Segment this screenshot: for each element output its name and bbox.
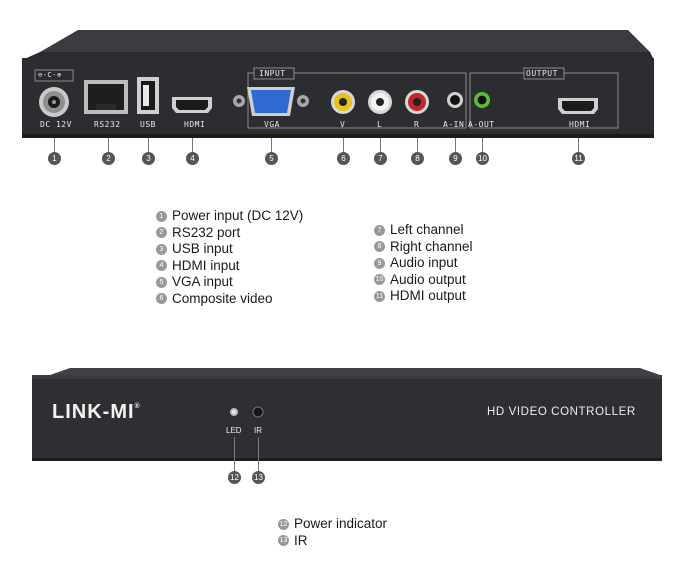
device-front-panel (32, 368, 662, 461)
hdmi-out-port-label: HDMI (569, 120, 591, 129)
legend-item: 2 RS232 port (156, 225, 303, 242)
left-audio-port-label: L (377, 120, 383, 129)
callout-10: 10 (476, 152, 489, 165)
legend-item: 4 HDMI input (156, 258, 303, 275)
dc-port-label: DC 12V (40, 120, 72, 129)
legend-text: Audio output (390, 271, 466, 287)
callout-4: 4 (186, 152, 199, 165)
legend-left: 1 Power input (DC 12V) 2 RS232 port 3 USB i… (156, 208, 303, 307)
trademark-symbol: ® (134, 403, 141, 410)
legend-text: RS232 port (172, 224, 241, 240)
device-rear-panel (22, 30, 654, 138)
legend-item: 3 USB input (156, 241, 303, 258)
audio-out-port-label: A-OUT (468, 120, 495, 129)
legend-item: 12 Power indicator (278, 516, 387, 533)
legend-item: 9 Audio input (374, 255, 473, 272)
legend-text: VGA input (172, 274, 233, 289)
rs232-port-label: RS232 (94, 120, 121, 129)
legend-item: 7 Left channel (374, 222, 473, 239)
callout-9: 9 (449, 152, 462, 165)
callout-3: 3 (142, 152, 155, 165)
power-polarity-label: ⊖-C-⊕ (38, 71, 62, 79)
legend-item: 1 Power input (DC 12V) (156, 208, 303, 225)
legend-text: USB input (172, 241, 233, 256)
legend-number: 13 (278, 535, 289, 547)
callout-12: 12 (228, 471, 241, 484)
right-audio-port-label: R (414, 120, 420, 129)
legend-number: 11 (374, 290, 385, 302)
input-group-label: INPUT (259, 69, 286, 78)
legend-number: 7 (374, 224, 385, 236)
video-port-label: V (340, 120, 346, 129)
brand-logo: LINK-MI® (52, 401, 141, 424)
legend-item: 5 VGA input (156, 274, 303, 291)
legend-item: 8 Right channel (374, 239, 473, 256)
callout-1: 1 (48, 152, 61, 165)
legend-number: 3 (156, 243, 167, 255)
callout-13: 13 (252, 471, 265, 484)
legend-number: 12 (278, 518, 289, 530)
usb-port-label: USB (140, 120, 156, 129)
callout-5: 5 (265, 152, 278, 165)
legend-text: Audio input (390, 255, 458, 270)
callout-8: 8 (411, 152, 424, 165)
legend-text: Composite video (172, 290, 273, 306)
legend-number: 9 (374, 257, 385, 269)
legend-number: 10 (374, 274, 385, 286)
legend-item: 6 Composite video (156, 291, 303, 308)
legend-number: 5 (156, 276, 167, 288)
product-name: HD VIDEO CONTROLLER (487, 406, 636, 418)
legend-number: 6 (156, 293, 167, 305)
legend-item: 13 IR (278, 533, 387, 550)
legend-text: IR (294, 532, 308, 548)
legend-text: HDMI input (172, 257, 240, 273)
legend-number: 4 (156, 260, 167, 272)
legend-number: 8 (374, 241, 385, 253)
output-group-label: OUTPUT (526, 69, 558, 78)
legend-number: 2 (156, 227, 167, 239)
legend-text: HDMI output (390, 288, 466, 303)
legend-item: 10 Audio output (374, 272, 473, 289)
legend-right: 7 Left channel 8 Right channel 9 Audio inpu… (374, 222, 473, 305)
vga-port-label: VGA (264, 120, 280, 129)
callout-11: 11 (572, 152, 585, 165)
callout-7: 7 (374, 152, 387, 165)
audio-in-port-label: A-IN (443, 120, 465, 129)
legend-number: 1 (156, 210, 167, 222)
legend-text: Left channel (390, 222, 464, 237)
callout-6: 6 (337, 152, 350, 165)
led-label: LED (226, 426, 242, 435)
callout-2: 2 (102, 152, 115, 165)
legend-bottom: 12 Power indicator 13 IR (278, 516, 387, 549)
legend-text: Power indicator (294, 516, 388, 531)
legend-text: Power input (DC 12V) (172, 208, 304, 223)
legend-item: 11 HDMI output (374, 288, 473, 305)
brand-name: LINK-MI (52, 401, 135, 423)
hdmi-in-port-label: HDMI (184, 120, 206, 129)
ir-label: IR (254, 426, 262, 435)
legend-text: Right channel (390, 238, 473, 254)
